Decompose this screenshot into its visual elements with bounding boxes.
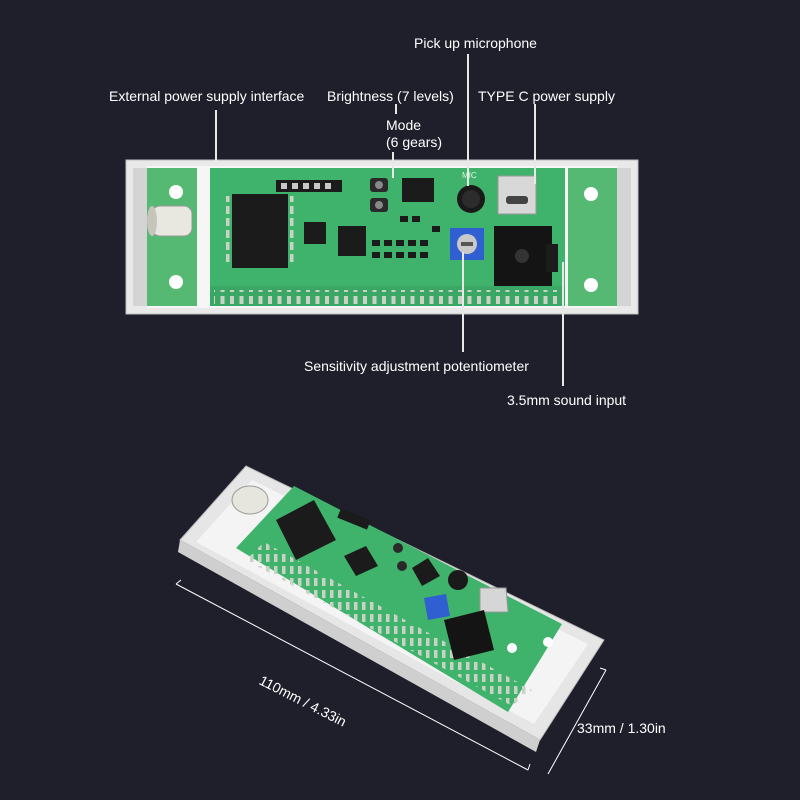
microphone [448, 570, 468, 590]
label-type-c: TYPE C power supply [478, 88, 615, 104]
label-mode-line1: Mode [386, 117, 422, 133]
mount-hole [584, 187, 598, 201]
dimension-lines [175, 579, 607, 775]
small-chip [304, 222, 326, 244]
label-mode-line2: (6 gears) [386, 134, 443, 150]
top-pcb [147, 168, 565, 306]
audio-jack [444, 610, 494, 660]
mount-hole [169, 275, 183, 289]
capacitor [147, 205, 193, 237]
mount-hole [169, 185, 183, 199]
main-chip [232, 194, 288, 268]
pcb-mic-mark: MIC [462, 171, 477, 180]
label-microphone: Pick up microphone [414, 35, 537, 51]
leader-brightness [395, 104, 397, 114]
main-chip [276, 500, 336, 560]
leader-type-c [534, 104, 536, 184]
leader-sound-input [562, 262, 564, 386]
leader-external-power [215, 110, 217, 166]
top-side-strips [147, 168, 617, 306]
leader-potentiometer [462, 252, 464, 352]
regulator [402, 178, 434, 202]
label-mode: Mode (6 gears) [386, 117, 442, 151]
leader-microphone [467, 54, 469, 186]
mount-hole [584, 278, 598, 292]
type-c-port [497, 175, 537, 215]
leader-mode [392, 152, 394, 178]
type-c-port [479, 587, 509, 613]
potentiometer [424, 594, 450, 620]
label-potentiometer: Sensitivity adjustment potentiometer [304, 358, 529, 374]
led-pin-row [214, 290, 562, 304]
dimension-width: 33mm / 1.30in [577, 720, 666, 736]
label-sound-input: 3.5mm sound input [507, 392, 627, 408]
small-chip [338, 226, 366, 256]
label-external-power: External power supply interface [109, 88, 305, 104]
bottom-board [178, 465, 605, 752]
label-brightness: Brightness (7 levels) [327, 88, 454, 104]
